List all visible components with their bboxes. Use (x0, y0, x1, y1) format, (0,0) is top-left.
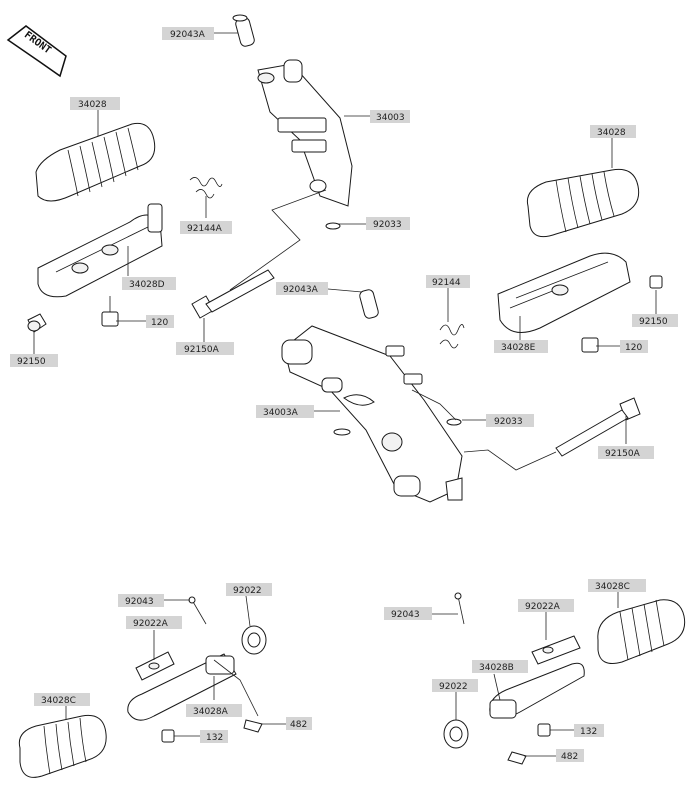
callout-92022a-br: 92022A (518, 599, 574, 612)
callout-132-br: 132 (574, 724, 604, 737)
spring-92144 (439, 324, 465, 349)
pin-482-br (507, 751, 527, 765)
callout-text: 92043 (391, 610, 420, 620)
callout-text: 34028A (193, 707, 229, 717)
callout-text: 92150A (184, 345, 220, 355)
callout-text: 92022A (525, 602, 561, 612)
callout-text: 92150A (605, 449, 641, 459)
callout-text: 34003A (263, 408, 299, 418)
nut-120-right (581, 337, 599, 353)
bolt-132-bl (161, 729, 175, 743)
callout-text: 92043A (283, 285, 319, 295)
bolt-92150-left (27, 313, 47, 333)
callout-92144: 92144 (426, 275, 470, 288)
washer-92022-bl (241, 625, 267, 655)
callout-text: 34003 (376, 113, 405, 123)
callout-text: 92150 (17, 357, 46, 367)
callout-92150a-left: 92150A (176, 342, 234, 355)
callout-34028c-bl: 34028C (34, 693, 90, 706)
pin-92043a-mid (359, 289, 379, 319)
callout-34003a: 34003A (256, 405, 314, 418)
callout-text: 34028 (597, 128, 626, 138)
footpeg-rubber-34028-left (35, 122, 156, 202)
callout-text: 132 (580, 727, 597, 737)
callout-text: 482 (561, 752, 578, 762)
callout-92043a-mid: 92043A (276, 282, 328, 295)
bolt-92150-right (649, 275, 663, 289)
callout-text: 132 (206, 733, 223, 743)
callout-120-right: 120 (620, 340, 648, 353)
long-bolt-92150a-left (191, 269, 275, 319)
callout-text: 34028B (479, 663, 514, 673)
footpeg-34028b (489, 662, 585, 719)
callout-92022a-bl: 92022A (126, 616, 182, 629)
callout-text: 34028D (129, 280, 165, 290)
callout-92043-br: 92043 (384, 607, 432, 620)
callout-text: 92144A (187, 224, 223, 234)
callout-34028-left: 34028 (70, 97, 120, 110)
callout-92043a-top: 92043A (162, 27, 214, 40)
front-direction-badge: FRONT (6, 25, 67, 78)
bracket-34003 (257, 59, 353, 207)
pin-92043-bl (188, 596, 207, 625)
callout-34028d: 34028D (122, 277, 176, 290)
footpeg-rubber-34028-right (526, 168, 640, 238)
callout-92150-left: 92150 (10, 354, 58, 367)
callout-34028-right: 34028 (590, 125, 636, 138)
callout-92033-mid: 92033 (486, 414, 534, 427)
bolt-132-br (537, 723, 551, 737)
long-bolt-92150a-right (555, 397, 641, 457)
callout-text: 34028E (501, 343, 536, 353)
callout-92033-top: 92033 (366, 217, 410, 230)
callout-34028b: 34028B (472, 660, 528, 673)
callout-text: 92043A (170, 30, 206, 40)
leader-lines (33, 32, 657, 757)
rubber-34028c-br (597, 599, 686, 664)
callout-text: 92144 (432, 278, 461, 288)
callout-text: 92022 (233, 586, 262, 596)
pin-482-bl (243, 719, 263, 733)
callout-482-br: 482 (556, 749, 584, 762)
pin-92043-br (454, 592, 465, 625)
callout-482-bl: 482 (286, 717, 312, 730)
callout-34028c-br: 34028C (588, 579, 646, 592)
footpeg-bracket-34028e (497, 252, 631, 333)
callout-text: 34028C (595, 582, 630, 592)
callout-text: 120 (151, 318, 168, 328)
callout-text: 34028C (41, 696, 76, 706)
callout-92144a: 92144A (180, 221, 232, 234)
callout-132-bl: 132 (200, 730, 228, 743)
footpeg-bracket-34028d (37, 203, 163, 298)
plate-92022a-br (531, 635, 581, 665)
callout-34028e: 34028E (494, 340, 548, 353)
callout-text: 92043 (125, 597, 154, 607)
callout-text: 92033 (494, 417, 523, 427)
washer-92033-top (325, 222, 341, 230)
bracket-34003a (281, 325, 463, 503)
callout-92022-br: 92022 (432, 679, 478, 692)
callout-text: 120 (625, 343, 642, 353)
pin-92043a-top (232, 14, 255, 47)
callout-text: 482 (290, 720, 307, 730)
plate-92022a-bl (135, 651, 175, 681)
callout-92150-right: 92150 (632, 314, 678, 327)
callout-92150a-right: 92150A (598, 446, 654, 459)
rubber-34028c-bl (18, 714, 107, 778)
callout-text: 92022 (439, 682, 468, 692)
washer-92033-mid (333, 418, 462, 436)
callout-120-left: 120 (146, 315, 174, 328)
callout-text: 92033 (373, 220, 402, 230)
callout-text: 92150 (639, 317, 668, 327)
callout-text: 34028 (78, 100, 107, 110)
callout-34028a: 34028A (186, 704, 242, 717)
washer-92022-br (443, 719, 469, 749)
nut-120-left (101, 296, 119, 327)
spring-92144a (189, 177, 223, 199)
callout-92022-bl: 92022 (226, 583, 272, 596)
callout-92043-bl: 92043 (118, 594, 164, 607)
callout-text: 92022A (133, 619, 169, 629)
callout-34003: 34003 (370, 110, 410, 123)
